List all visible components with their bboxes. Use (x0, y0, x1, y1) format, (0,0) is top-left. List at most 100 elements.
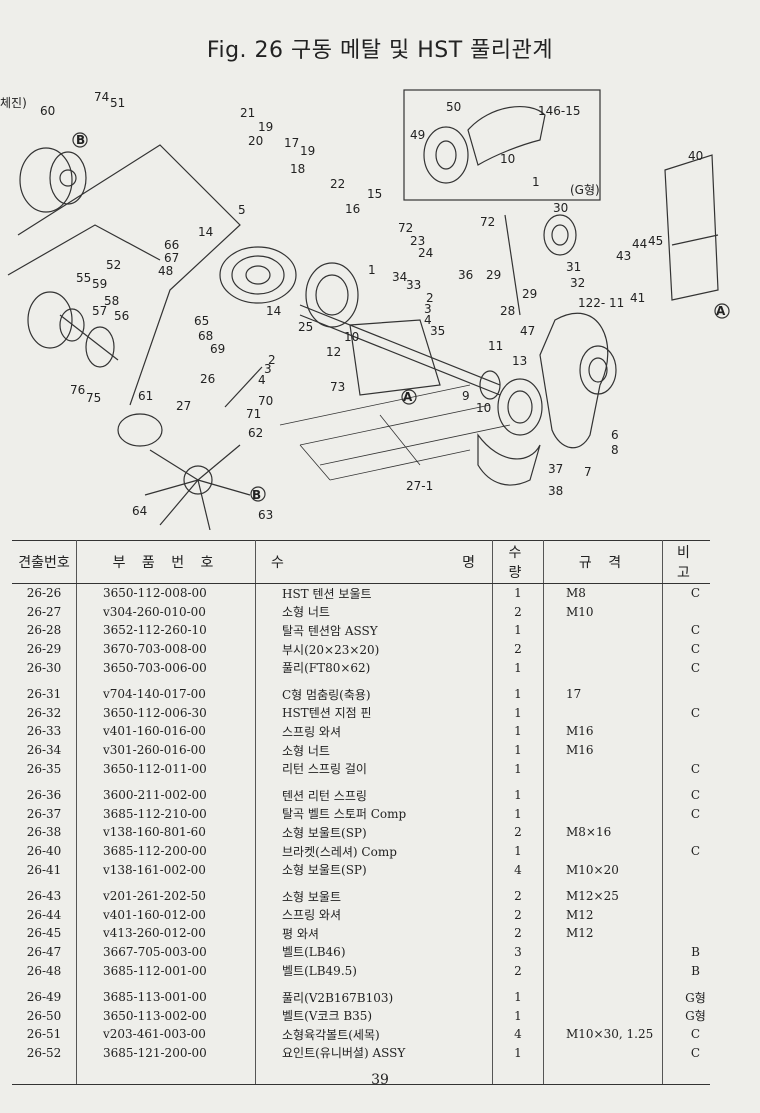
qty-cell: 2 (492, 878, 544, 906)
qty-cell: 1 (492, 1043, 544, 1086)
part-no-cell: 3650-703-006-00 (76, 658, 256, 677)
remarks-cell: C (690, 788, 701, 803)
svg-text:72: 72 (398, 221, 413, 235)
remarks-cell: C (690, 806, 701, 821)
bracket-40 (664, 154, 719, 301)
svg-text:74: 74 (94, 90, 109, 104)
spec-cell: 17 (543, 676, 663, 704)
qty-cell: 4 (492, 1025, 544, 1044)
remarks-cell: C (690, 586, 701, 601)
svg-text:32: 32 (570, 276, 585, 290)
part-no-cell: 3650-113-002-00 (76, 1006, 256, 1026)
svg-text:2: 2 (426, 291, 434, 305)
svg-text:체진): 체진) (0, 96, 27, 110)
header-remarks: 비 고 (662, 540, 710, 584)
part-name-cell: 탈곡 벨트 스토퍼 Comp (255, 804, 493, 824)
remarks-cell (663, 741, 711, 760)
svg-text:24: 24 (418, 246, 433, 260)
part-no-cell: v138-161-002-00 (76, 860, 256, 879)
svg-text:25: 25 (298, 320, 313, 334)
svg-text:59: 59 (92, 277, 107, 291)
svg-text:10: 10 (344, 330, 359, 344)
svg-text:1: 1 (532, 175, 540, 189)
svg-text:28: 28 (500, 304, 515, 318)
header-qty: 수 량 (492, 540, 544, 584)
spec-cell: M16 (543, 722, 663, 741)
ref-no-cell: 26-48 (12, 961, 77, 980)
header-ref-no: 견출번호 (12, 540, 77, 584)
remarks-cell (663, 879, 711, 906)
header-part-no: 부 품 번 호 (76, 540, 256, 584)
spec-cell (543, 961, 663, 980)
diagram-labels: 체진) 60 74 51 B 21 19 20 17 19 18 22 15 1… (0, 90, 726, 522)
part-name-cell: HST 텐션 보울트 (255, 583, 493, 603)
qty-cell: 1 (492, 658, 544, 677)
remarks-cell: C (690, 642, 701, 657)
part-name-cell: 리턴 스프링 걸이 (255, 759, 493, 778)
part-name-cell: 평 와셔 (255, 924, 493, 943)
part-name-cell: 스프링 와셔 (255, 722, 493, 741)
page-number: 39 (371, 1072, 389, 1088)
part-no-cell: 3685-112-001-00 (76, 961, 256, 980)
svg-text:58: 58 (104, 294, 119, 308)
svg-text:55: 55 (76, 271, 91, 285)
qty-cell: 1 (492, 777, 544, 805)
remarks-cell: B (691, 944, 700, 959)
qty-cell: 4 (492, 860, 544, 879)
part-no-cell: v203-461-003-00 (76, 1025, 256, 1044)
ref-no-cell: 26-50 (12, 1006, 77, 1026)
remarks-cell: C (690, 844, 701, 859)
exploded-parts-diagram: 체진) 60 74 51 B 21 19 20 17 19 18 22 15 1… (0, 89, 730, 530)
svg-text:27-1: 27-1 (406, 479, 433, 493)
svg-text:26: 26 (200, 372, 215, 386)
svg-text:68: 68 (198, 329, 213, 343)
remarks-cell: C (690, 761, 701, 776)
remarks-cell: C (690, 705, 701, 720)
part-name-cell: 벨트(V코크 B35) (255, 1006, 493, 1026)
spec-cell: M10×20 (543, 860, 663, 879)
part-name-cell: 소형 보울트(SP) (255, 860, 493, 879)
spec-cell (543, 804, 663, 824)
svg-text:23: 23 (410, 234, 425, 248)
belt-guide-37 (477, 433, 541, 486)
spec-cell (543, 1006, 663, 1026)
figure-title: Fig. 26 구동 메탈 및 HST 풀리관계 (206, 38, 554, 63)
svg-text:47: 47 (520, 324, 535, 338)
fan-64 (144, 444, 251, 530)
svg-text:67: 67 (164, 251, 179, 265)
part-name-cell: 벨트(LB49.5) (255, 961, 493, 980)
qty-cell: 3 (492, 942, 544, 962)
part-no-cell: 3650-112-008-00 (76, 583, 256, 603)
part-no-cell: 3667-705-003-00 (76, 942, 256, 962)
svg-text:3: 3 (264, 362, 272, 376)
part-name-cell: 소형 보울트 (255, 878, 493, 906)
pulley-48 (219, 246, 297, 304)
svg-text:51: 51 (110, 96, 125, 110)
ref-no-cell: 26-45 (12, 924, 77, 943)
svg-text:75: 75 (86, 391, 101, 405)
svg-text:29: 29 (522, 287, 537, 301)
svg-text:22: 22 (330, 177, 345, 191)
qty-cell: 1 (492, 759, 544, 778)
remarks-cell: C (690, 623, 701, 638)
part-name-cell: 브라켓(스레셔) Comp (255, 841, 493, 861)
svg-text:62: 62 (248, 426, 263, 440)
part-no-cell: v304-260-010-00 (76, 602, 256, 622)
svg-text:146-15: 146-15 (538, 104, 581, 118)
ref-no-cell: 26-47 (12, 942, 77, 962)
qty-cell: 1 (492, 1006, 544, 1026)
qty-cell: 2 (492, 639, 544, 659)
ref-no-cell: 26-51 (12, 1025, 77, 1044)
spec-cell: M12 (543, 924, 663, 943)
